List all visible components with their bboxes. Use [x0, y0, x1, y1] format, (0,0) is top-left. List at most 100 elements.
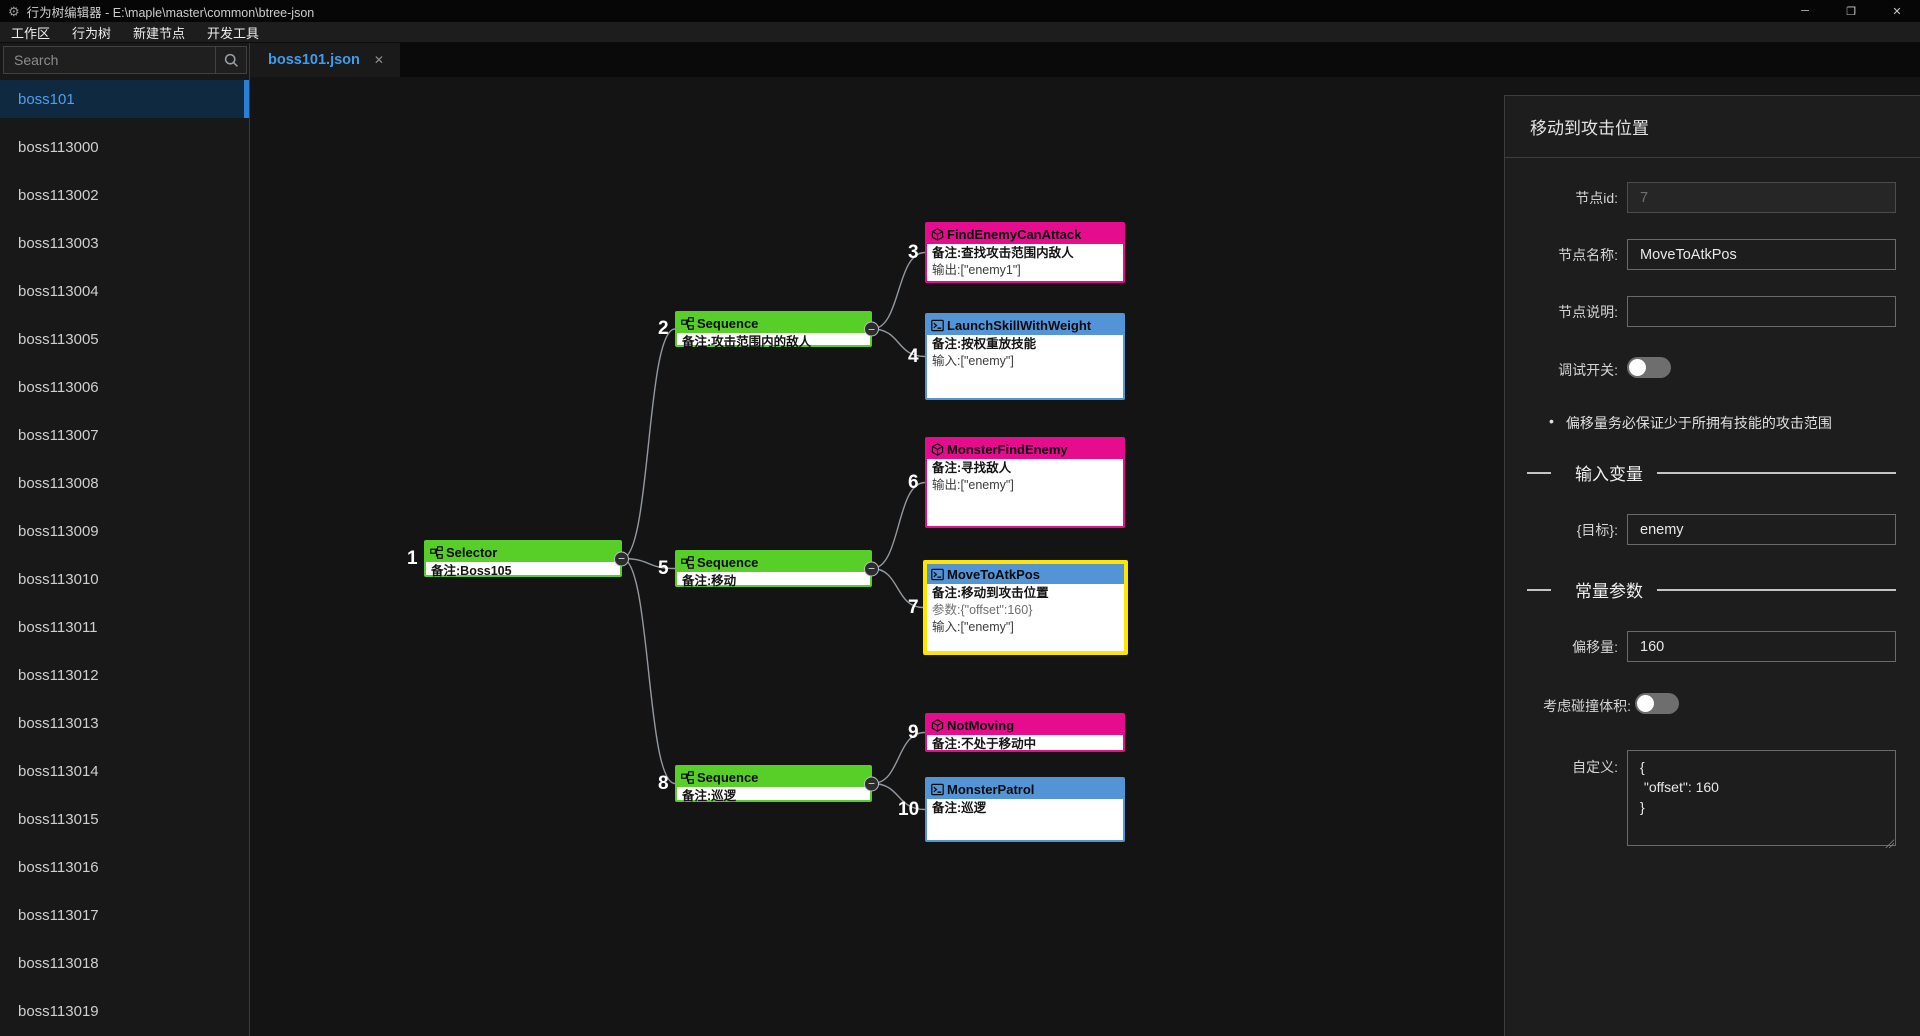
toggle-knob	[1629, 359, 1646, 376]
tab-close-icon[interactable]: ✕	[373, 53, 384, 67]
menu-item-工作区[interactable]: 工作区	[11, 25, 51, 41]
node-title: MonsterPatrol	[947, 781, 1035, 797]
close-button[interactable]: ✕	[1892, 5, 1902, 18]
section-line	[1657, 588, 1896, 591]
node-body: 备注:Boss105	[426, 562, 620, 582]
sidebar-item-boss113019[interactable]: boss113019	[0, 992, 249, 1030]
sidebar-item-boss113007[interactable]: boss113007	[0, 416, 249, 454]
sidebar-item-boss113017[interactable]: boss113017	[0, 896, 249, 934]
inspector-title: 移动到攻击位置	[1505, 96, 1920, 158]
sidebar-item-boss113008[interactable]: boss113008	[0, 464, 249, 502]
node-line: 备注:寻找敌人	[932, 461, 1012, 475]
tree-icon	[681, 770, 694, 784]
node-line: 输入:["enemy"]	[932, 354, 1014, 368]
minimize-button[interactable]: ─	[1801, 5, 1809, 17]
section-dash	[1527, 588, 1551, 591]
node-header: MoveToAtkPos	[927, 564, 1124, 584]
resize-grip-icon[interactable]	[1885, 839, 1894, 848]
debug-toggle[interactable]	[1627, 357, 1671, 378]
collapse-button[interactable]: −	[864, 776, 879, 791]
node-title: Sequence	[697, 554, 759, 570]
sidebar-item-label: boss101	[18, 90, 75, 108]
sidebar-item-boss113002[interactable]: boss113002	[0, 176, 249, 214]
node-body: 备注:巡逻	[677, 787, 870, 807]
tree-icon	[681, 555, 694, 569]
node-index: 10	[898, 798, 920, 820]
sidebar-item-boss113016[interactable]: boss113016	[0, 848, 249, 886]
inspector-body: 节点id: 节点名称: 节点说明: 调试开关: • 偏移量务必保证少于所拥有技能…	[1505, 158, 1920, 851]
sidebar-item-boss113013[interactable]: boss113013	[0, 704, 249, 742]
node-index: 1	[407, 547, 418, 569]
tree-edge	[871, 481, 926, 570]
sidebar-item-boss113012[interactable]: boss113012	[0, 656, 249, 694]
menubar: 工作区 行为树 新建节点 开发工具	[0, 22, 1920, 43]
node-title: Sequence	[697, 769, 759, 785]
tree-edge	[871, 731, 926, 785]
sidebar-item-boss113018[interactable]: boss113018	[0, 944, 249, 982]
offset-note: • 偏移量务必保证少于所拥有技能的攻击范围	[1549, 413, 1896, 433]
sidebar-item-label: boss113010	[18, 570, 99, 588]
collapse-button[interactable]: −	[864, 321, 879, 337]
node-title: MonsterFindEnemy	[947, 441, 1068, 457]
sidebar: boss101 boss113000 boss113002 boss113003 bos…	[0, 43, 250, 1036]
node-name-row: 节点名称:	[1517, 239, 1896, 270]
collapse-button[interactable]: −	[864, 561, 879, 576]
sidebar-item-label: boss113012	[18, 666, 99, 684]
search-row	[0, 43, 249, 77]
node-index: 3	[908, 241, 919, 263]
target-field[interactable]	[1627, 514, 1896, 545]
node-name-label: 节点名称:	[1558, 246, 1618, 263]
sidebar-item-label: boss113011	[18, 618, 98, 636]
node-line: 备注:攻击范围内的敌人	[682, 335, 812, 349]
tree-edge	[871, 782, 926, 811]
menu-item-新建节点[interactable]: 新建节点	[133, 25, 186, 41]
node-header: LaunchSkillWithWeight	[927, 315, 1123, 335]
sidebar-item-boss113004[interactable]: boss113004	[0, 272, 249, 310]
node-header: NotMoving	[927, 715, 1123, 735]
tree-edge	[871, 251, 926, 330]
sidebar-item-boss113009[interactable]: boss113009	[0, 512, 249, 550]
sidebar-item-boss113005[interactable]: boss113005	[0, 320, 249, 358]
tree-icon	[430, 545, 443, 559]
sidebar-item-boss101[interactable]: boss101	[0, 80, 249, 118]
gear-icon: ⚙	[8, 3, 20, 19]
sidebar-item-boss113011[interactable]: boss113011	[0, 608, 249, 646]
terminal-icon	[931, 568, 944, 581]
sidebar-item-boss113015[interactable]: boss113015	[0, 800, 249, 838]
sidebar-item-boss113010[interactable]: boss113010	[0, 560, 249, 598]
node-id-row: 节点id:	[1517, 182, 1896, 213]
node-line: 备注:移动	[682, 574, 737, 588]
debug-toggle-label: 调试开关:	[1558, 362, 1618, 378]
sidebar-item-boss113003[interactable]: boss113003	[0, 224, 249, 262]
node-name-field[interactable]	[1627, 239, 1896, 270]
custom-json-field[interactable]: { "offset": 160 }	[1627, 750, 1896, 846]
section-input-vars: 输入变量	[1517, 460, 1896, 485]
search-button[interactable]	[215, 46, 247, 74]
node-desc-field[interactable]	[1627, 296, 1896, 327]
sidebar-item-boss113014[interactable]: boss113014	[0, 752, 249, 790]
search-input[interactable]	[3, 46, 215, 74]
collapse-button[interactable]: −	[614, 551, 629, 566]
sidebar-item-boss113000[interactable]: boss113000	[0, 128, 249, 166]
section-title: 常量参数	[1575, 582, 1643, 601]
collision-toggle[interactable]	[1635, 693, 1679, 714]
node-title: Selector	[446, 544, 498, 560]
offset-field[interactable]	[1627, 631, 1896, 662]
menu-item-开发工具[interactable]: 开发工具	[207, 25, 260, 41]
restore-button[interactable]: ❐	[1846, 5, 1856, 18]
menu-item-行为树[interactable]: 行为树	[72, 25, 112, 41]
tab-boss101.json[interactable]: boss101.json✕	[250, 43, 400, 77]
node-desc-label: 节点说明:	[1558, 303, 1618, 320]
sidebar-item-boss113006[interactable]: boss113006	[0, 368, 249, 406]
node-header: Sequence	[677, 767, 870, 787]
